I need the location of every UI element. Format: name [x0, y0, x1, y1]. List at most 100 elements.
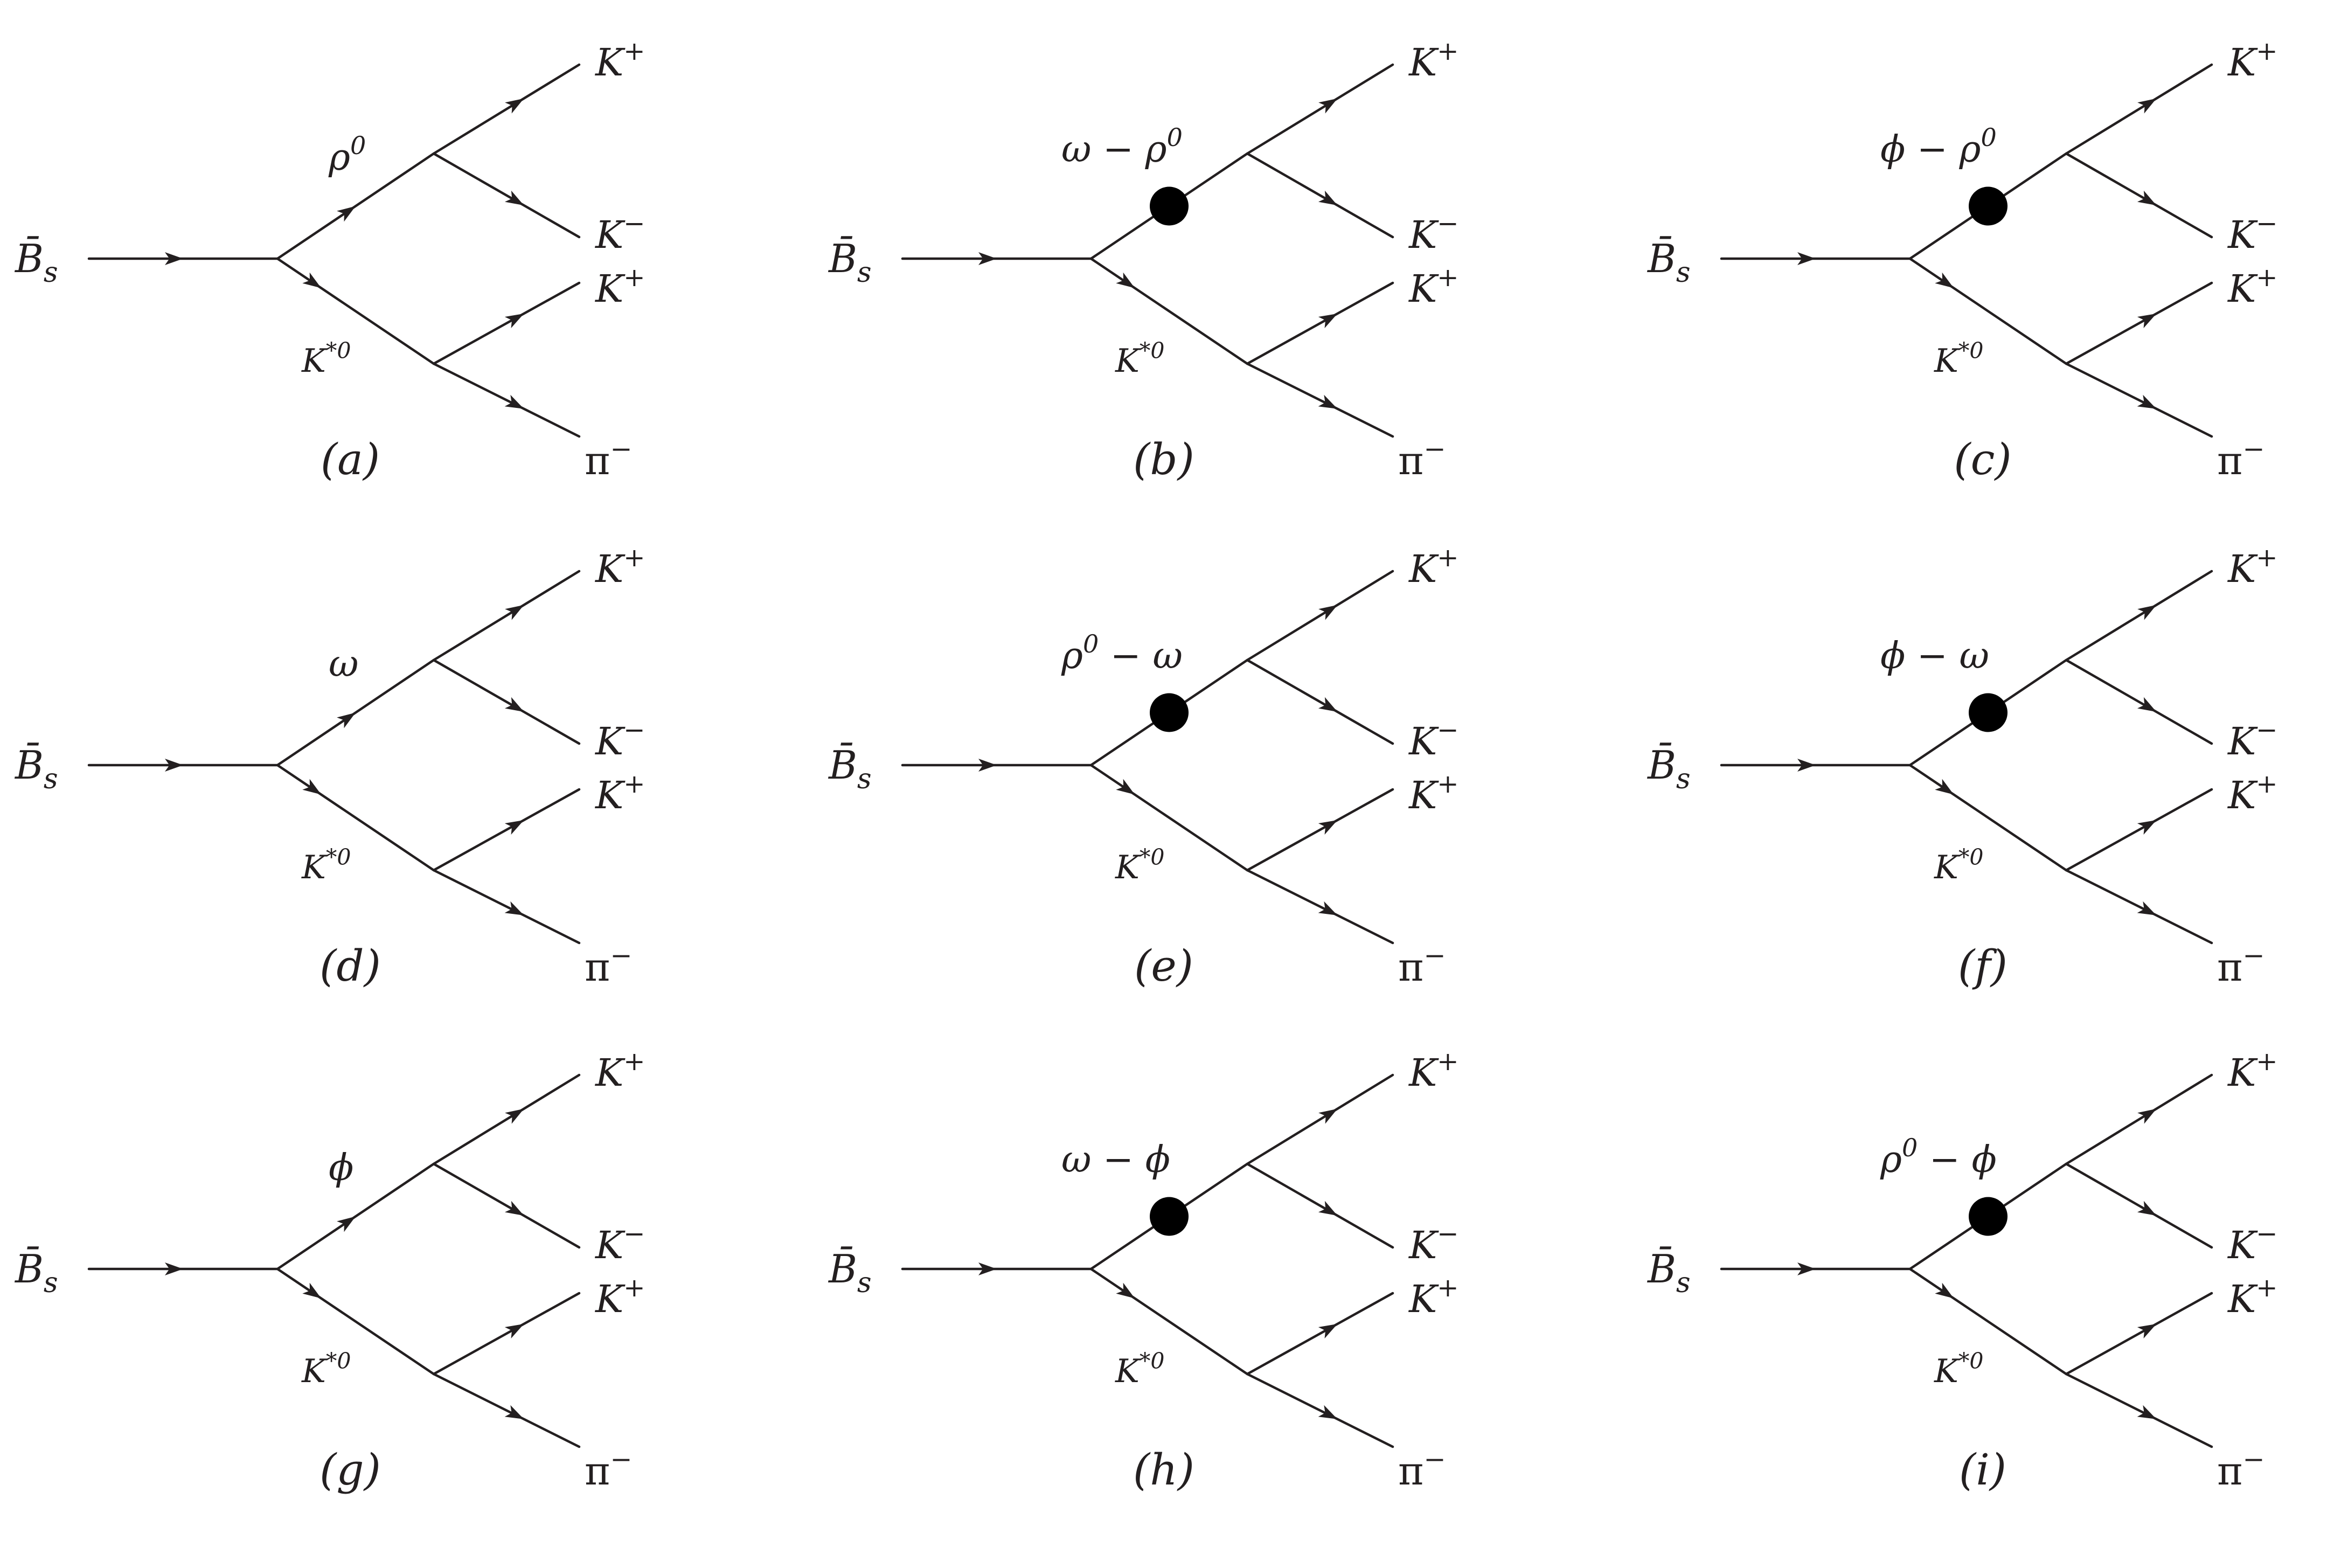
- panel-i: B̄sρ0 − ϕK*0K+K−K+π−(i): [1647, 1046, 2278, 1495]
- lower-kplus-label: K+: [1408, 262, 1459, 311]
- upper-out-kplus-line: [432, 63, 581, 155]
- lower-propagator-line: [1089, 764, 1249, 872]
- upper-out-kminus-arrow: [504, 1201, 524, 1216]
- upper-out-kplus-line: [2065, 1073, 2213, 1165]
- lower-out-kplus-arrow: [2137, 314, 2157, 329]
- lower-kplus-label: K+: [1408, 1273, 1459, 1321]
- lower-propagator-line: [1089, 257, 1249, 365]
- upper-out-kminus-line: [432, 1162, 581, 1249]
- upper-kminus-label: K−: [2227, 209, 2278, 257]
- lower-propagator-line: [1908, 764, 2068, 872]
- lower-propagator-arrow: [1935, 272, 1954, 288]
- lower-out-kplus-line: [2065, 281, 2213, 365]
- lower-out-piminus-arrow: [1318, 1405, 1338, 1419]
- lower-propagator-arrow: [1116, 779, 1135, 795]
- piminus-label: π−: [1398, 940, 1446, 990]
- lower-kplus-label: K+: [594, 1273, 645, 1321]
- mixing-vertex-blob: [1150, 693, 1189, 732]
- lower-out-piminus-line: [1246, 362, 1394, 438]
- incoming-arrow: [1797, 1262, 1816, 1275]
- upper-kminus-label: K−: [1408, 1219, 1459, 1267]
- upper-out-kplus-line: [1246, 570, 1394, 662]
- lower-out-kplus-line: [1246, 788, 1394, 872]
- panel-tag: (f): [1958, 941, 2008, 991]
- piminus-label: π−: [1398, 434, 1446, 483]
- upper-kplus-label: K+: [1408, 543, 1459, 591]
- upper-out-kplus-arrow: [1318, 98, 1338, 114]
- k-star-label: K*0: [1934, 338, 1983, 380]
- panel-f: B̄sϕ − ωK*0K+K−K+π−(f): [1647, 543, 2278, 991]
- incoming-arrow: [1797, 252, 1816, 265]
- upper-kplus-label: K+: [1408, 36, 1459, 85]
- initial-state-label: B̄s: [1647, 235, 1691, 289]
- lower-out-piminus-line: [432, 1372, 581, 1448]
- mixing-vertex-blob: [1969, 186, 2008, 226]
- lower-out-piminus-arrow: [2137, 394, 2157, 409]
- upper-kplus-label: K+: [1408, 1046, 1459, 1095]
- upper-out-kminus-arrow: [1318, 697, 1338, 712]
- lower-out-kplus-line: [1246, 281, 1394, 365]
- lower-kplus-label: K+: [2227, 769, 2278, 817]
- lower-out-piminus-arrow: [2137, 901, 2157, 915]
- lower-out-kplus-arrow: [1318, 1324, 1338, 1339]
- initial-state-label: B̄s: [1647, 742, 1691, 795]
- panel-g: B̄sϕK*0K+K−K+π−(g): [14, 1046, 645, 1495]
- incoming-arrow: [978, 759, 997, 772]
- intermediate-resonance-label: ϕ: [329, 1147, 353, 1189]
- upper-propagator-arrow: [337, 1216, 356, 1232]
- panel-tag: (h): [1133, 1445, 1194, 1495]
- lower-out-piminus-arrow: [504, 1405, 524, 1419]
- upper-out-kplus-arrow: [2137, 605, 2157, 620]
- upper-kplus-label: K+: [2227, 36, 2278, 85]
- lower-propagator-line: [276, 764, 435, 872]
- intermediate-resonance-label: ω: [329, 643, 358, 685]
- upper-out-kplus-arrow: [2137, 98, 2157, 114]
- mixing-vertex-blob: [1150, 186, 1189, 226]
- k-star-label: K*0: [301, 338, 351, 380]
- lower-out-kplus-line: [2065, 788, 2213, 872]
- lower-out-piminus-line: [2065, 869, 2213, 945]
- upper-out-kplus-arrow: [505, 605, 524, 620]
- initial-state-label: B̄s: [1647, 1246, 1691, 1299]
- upper-kminus-label: K−: [594, 715, 645, 764]
- k-star-label: K*0: [1115, 1348, 1164, 1390]
- upper-kplus-label: K+: [2227, 543, 2278, 591]
- lower-propagator-line: [1908, 1267, 2068, 1376]
- panel-e: B̄sρ0 − ωK*0K+K−K+π−(e): [828, 543, 1459, 991]
- upper-out-kminus-line: [2065, 152, 2213, 239]
- upper-out-kminus-line: [1246, 658, 1394, 745]
- k-star-label: K*0: [301, 1348, 351, 1390]
- lower-out-piminus-line: [1246, 869, 1394, 945]
- intermediate-resonance-label: ϕ − ω: [1880, 635, 1989, 677]
- piminus-label: π−: [585, 434, 632, 483]
- upper-out-kminus-arrow: [504, 190, 524, 206]
- panel-tag: (e): [1134, 941, 1193, 991]
- incoming-arrow: [978, 252, 997, 265]
- lower-propagator-arrow: [1935, 779, 1954, 795]
- upper-kminus-label: K−: [594, 1219, 645, 1267]
- upper-kminus-label: K−: [1408, 209, 1459, 257]
- lower-out-piminus-arrow: [504, 901, 524, 915]
- panel-tag: (c): [1954, 434, 2011, 484]
- upper-kplus-label: K+: [594, 36, 645, 85]
- upper-out-kplus-arrow: [505, 98, 524, 114]
- lower-out-kplus-arrow: [504, 314, 524, 329]
- initial-state-label: B̄s: [828, 235, 872, 289]
- intermediate-resonance-label: ρ0 − ϕ: [1880, 1133, 1997, 1181]
- incoming-arrow: [978, 1262, 997, 1275]
- lower-kplus-label: K+: [594, 262, 645, 311]
- panel-d: B̄sωK*0K+K−K+π−(d): [14, 543, 645, 991]
- lower-propagator-arrow: [302, 1282, 322, 1299]
- k-star-label: K*0: [301, 844, 351, 886]
- upper-out-kminus-line: [432, 658, 581, 745]
- lower-out-kplus-arrow: [2137, 820, 2157, 835]
- lower-out-kplus-line: [1246, 1292, 1394, 1376]
- lower-kplus-label: K+: [594, 769, 645, 817]
- lower-out-piminus-line: [2065, 362, 2213, 438]
- lower-out-piminus-arrow: [1318, 901, 1338, 915]
- lower-out-kplus-line: [432, 788, 581, 872]
- panel-tag: (g): [319, 1445, 381, 1495]
- lower-out-kplus-line: [432, 1292, 581, 1376]
